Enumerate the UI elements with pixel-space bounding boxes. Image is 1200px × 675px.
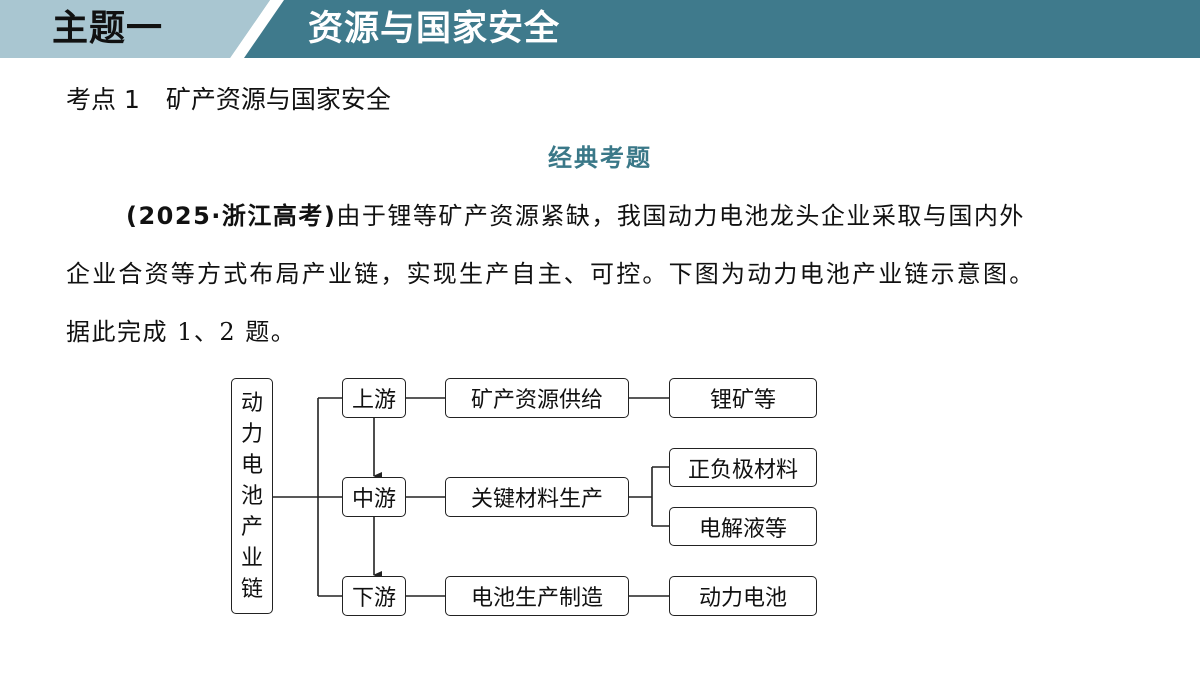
paragraph-line-3: 据此完成 1、2 题。 bbox=[66, 318, 297, 346]
output-lithium-box: 锂矿等 bbox=[669, 378, 817, 418]
process-upstream-box: 矿产资源供给 bbox=[445, 378, 629, 418]
stage-upstream-box: 上游 bbox=[342, 378, 406, 418]
root-char: 动 bbox=[240, 390, 263, 416]
question-source: (2025·浙江高考) bbox=[126, 202, 337, 230]
kaodian-heading: 考点 1 矿产资源与国家安全 bbox=[66, 80, 391, 120]
process-downstream-box: 电池生产制造 bbox=[445, 576, 629, 616]
stage-midstream-box: 中游 bbox=[342, 477, 406, 517]
root-char: 业 bbox=[240, 545, 263, 571]
process-midstream-box: 关键材料生产 bbox=[445, 477, 629, 517]
kaodian-title: 矿产资源与国家安全 bbox=[165, 85, 391, 114]
paragraph-line-1-text: 由于锂等矿产资源紧缺，我国动力电池龙头企业采取与国内外 bbox=[336, 202, 1025, 230]
root-char: 链 bbox=[240, 576, 263, 602]
output-electrolyte-box: 电解液等 bbox=[669, 507, 817, 546]
stage-downstream-box: 下游 bbox=[342, 576, 406, 616]
section-title: 经典考题 bbox=[548, 144, 652, 172]
subject-label: 主题一 bbox=[52, 8, 164, 49]
root-char: 电 bbox=[240, 452, 263, 478]
output-electrode-materials-box: 正负极材料 bbox=[669, 448, 817, 487]
header-banner-left-panel bbox=[0, 0, 270, 58]
root-char: 产 bbox=[240, 514, 263, 540]
paragraph-line-2: 企业合资等方式布局产业链，实现生产自主、可控。下图为动力电池产业链示意图。 bbox=[66, 260, 1036, 288]
root-char: 力 bbox=[240, 421, 263, 447]
paragraph-line-1: (2025·浙江高考)由于锂等矿产资源紧缺，我国动力电池龙头企业采取与国内外 bbox=[66, 196, 1146, 236]
root-box: 动 力 电 池 产 业 链 bbox=[231, 378, 273, 614]
root-char: 池 bbox=[240, 483, 263, 509]
output-power-battery-box: 动力电池 bbox=[669, 576, 817, 616]
page-title: 资源与国家安全 bbox=[308, 9, 561, 49]
kaodian-label: 考点 1 bbox=[66, 85, 140, 114]
